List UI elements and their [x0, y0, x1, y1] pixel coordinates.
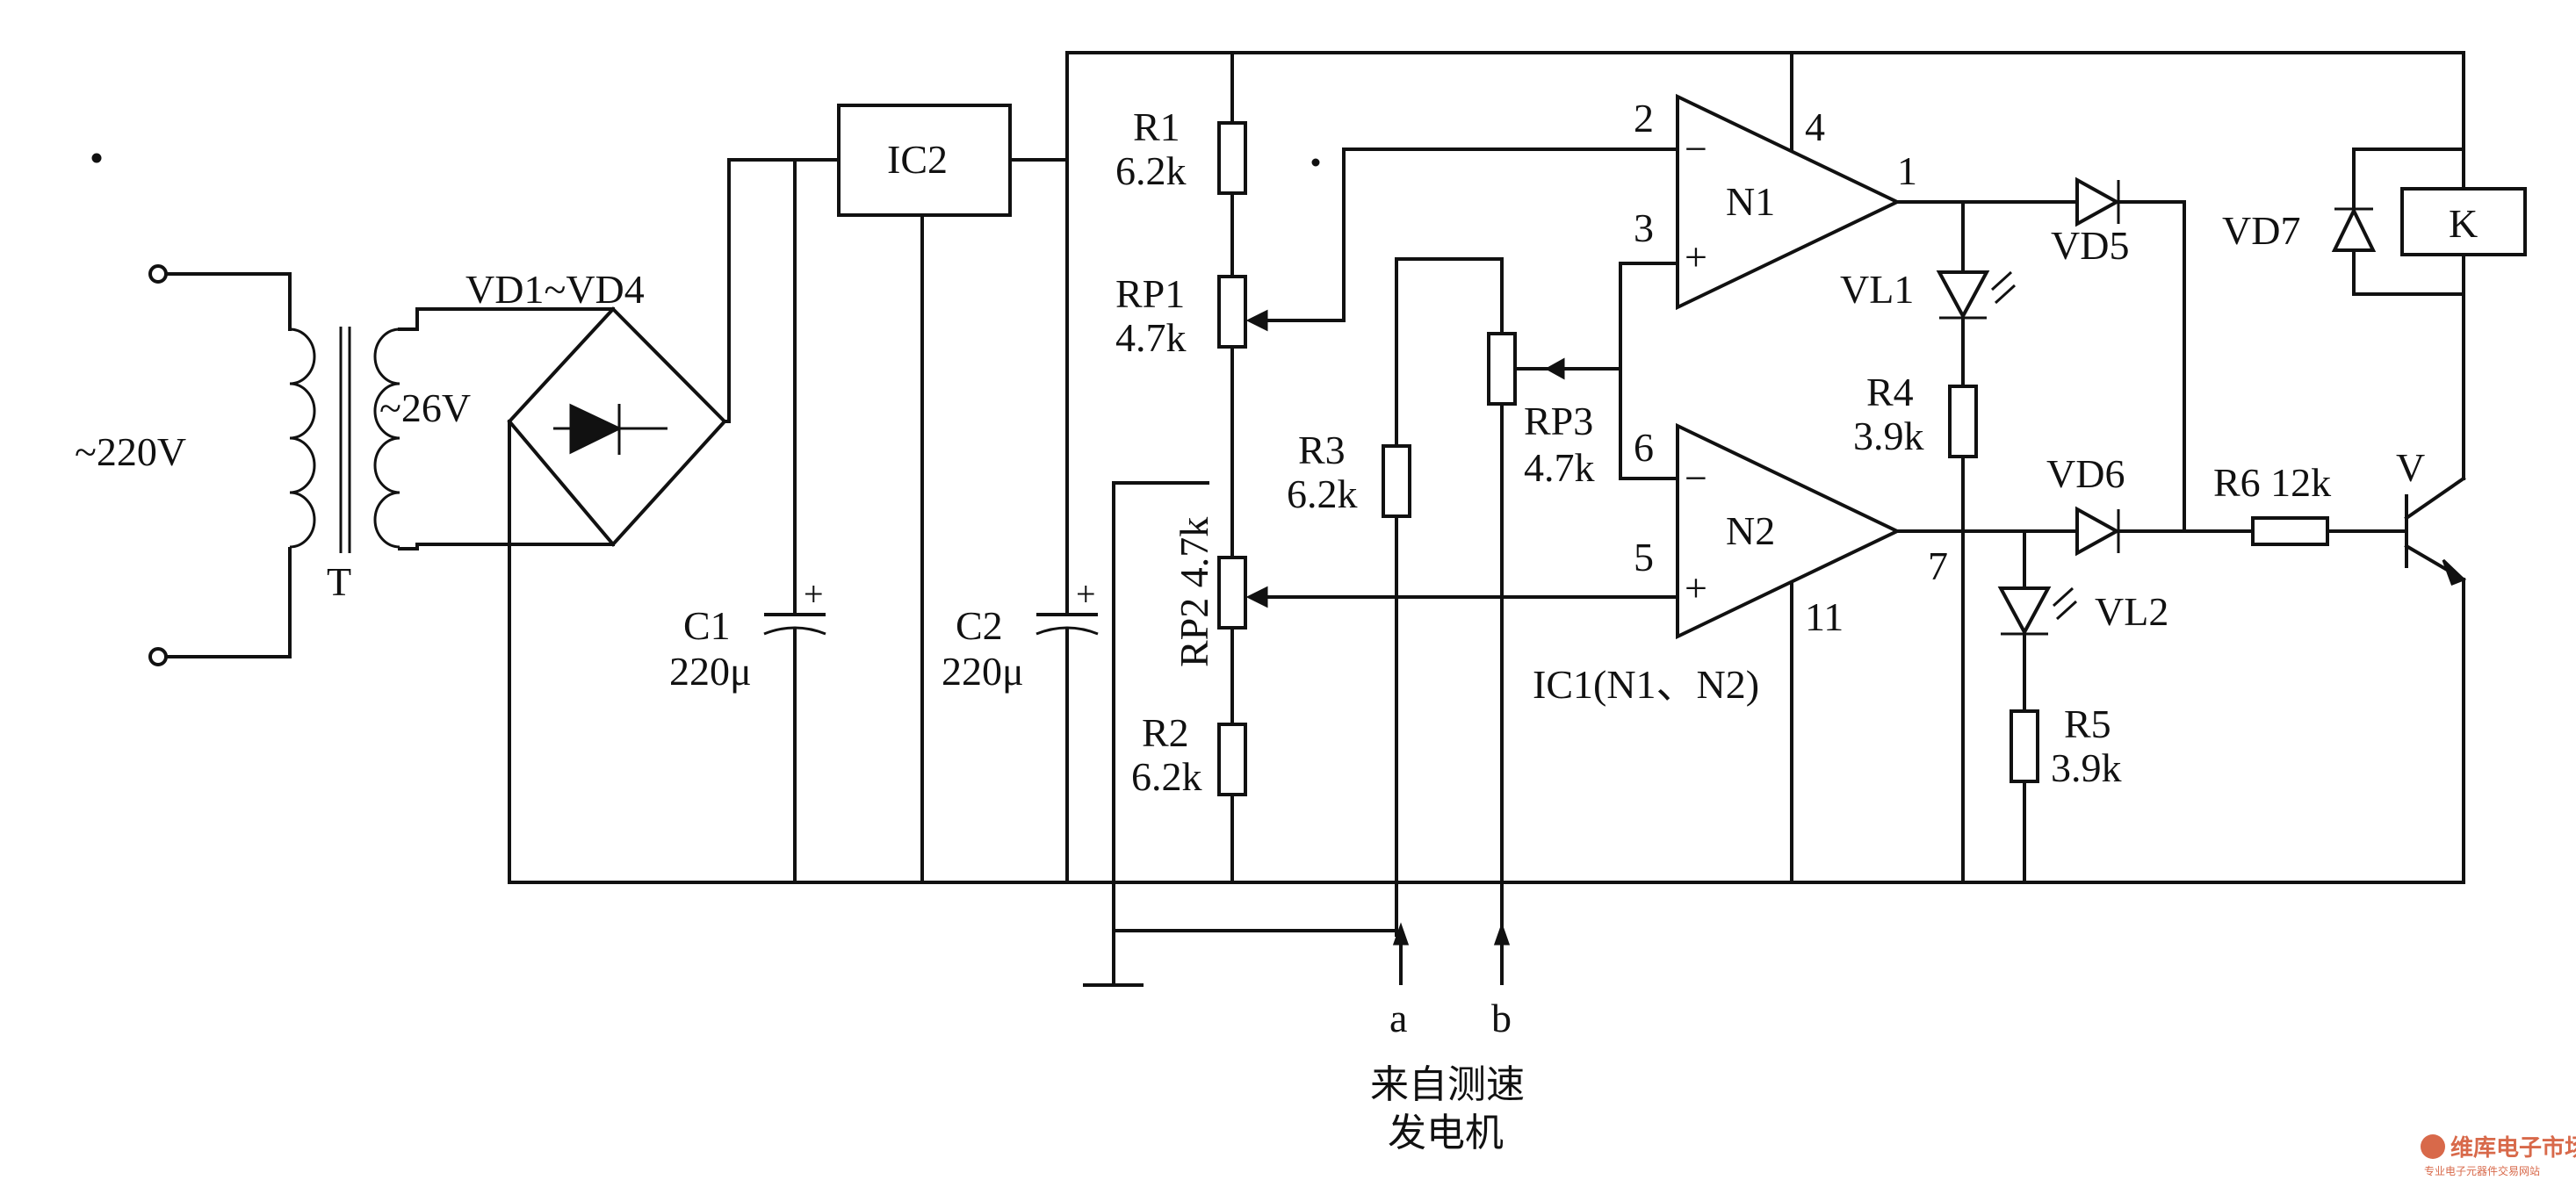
bridge-rectifier: VD1~VD4 — [398, 267, 727, 550]
source-label-line2: 发电机 — [1388, 1111, 1504, 1155]
c1-name: C1 — [683, 603, 731, 648]
svg-text:+: + — [1685, 234, 1707, 279]
svg-text:7: 7 — [1928, 543, 1948, 588]
capacitor-c1: + C1 220μ — [669, 158, 826, 884]
svg-text:−: − — [1685, 456, 1707, 500]
r2-value: 6.2k — [1131, 754, 1202, 799]
r1-value: 6.2k — [1115, 148, 1187, 193]
watermark-sub: 专业电子元器件交易网站 — [2424, 1164, 2540, 1177]
r1-name: R1 — [1133, 104, 1180, 149]
transformer-label: T — [327, 559, 351, 604]
r5-value: 3.9k — [2051, 745, 2122, 790]
resistor-r5: R5 3.9k — [2010, 702, 2122, 790]
rp1-name: RP1 — [1115, 271, 1185, 316]
resistor-r3: R3 6.2k — [1287, 428, 1411, 518]
rp2-label: RP2 4.7k — [1172, 517, 1216, 667]
r3-name: R3 — [1298, 428, 1346, 472]
vl1-label: VL1 — [1840, 267, 1914, 312]
resistor-r2: R2 6.2k — [1131, 710, 1247, 799]
svg-text:3: 3 — [1634, 205, 1654, 250]
r4-name: R4 — [1866, 370, 1914, 414]
ic2-regulator: IC2 — [837, 104, 1069, 884]
r3-value: 6.2k — [1287, 471, 1358, 516]
watermark: 维库电子市场网 专业电子元器件交易网站 — [2421, 1134, 2576, 1177]
terminal-b-label: b — [1491, 996, 1512, 1040]
svg-text:−: − — [1685, 126, 1707, 171]
c2-name: C2 — [956, 603, 1003, 648]
n2-label: N2 — [1726, 508, 1775, 553]
terminal-b: b — [1491, 922, 1512, 1040]
opamp-n1: − + N1 2 3 4 1 — [1634, 51, 1917, 311]
transformer: T ~26V — [289, 327, 471, 604]
resistor-r1: R1 6.2k — [1115, 104, 1247, 195]
rp3-name: RP3 — [1524, 399, 1593, 443]
c1-value: 220μ — [669, 649, 752, 694]
led-vl2: VL2 — [1997, 586, 2168, 637]
svg-text:4: 4 — [1805, 104, 1825, 149]
r5-name: R5 — [2064, 702, 2111, 746]
diode-vd5: VD5 — [2051, 176, 2129, 268]
vd5-label: VD5 — [2051, 223, 2129, 268]
c2-value: 220μ — [942, 649, 1024, 694]
ac-input-label: ~220V — [75, 429, 186, 474]
diode-vd6: VD6 — [2046, 451, 2125, 557]
watermark-main: 维库电子市场网 — [2450, 1134, 2576, 1162]
rp3-value: 4.7k — [1524, 445, 1595, 490]
svg-text:5: 5 — [1634, 535, 1654, 579]
potentiometer-rp3: RP3 4.7k — [1487, 332, 1622, 490]
transistor-v: V — [2396, 445, 2466, 586]
resistor-r6: R6 12k — [2213, 460, 2331, 546]
vd6-label: VD6 — [2046, 451, 2125, 496]
r4-value: 3.9k — [1853, 414, 1924, 458]
svg-text:+: + — [804, 574, 824, 614]
vd7-label: VD7 — [2222, 208, 2300, 253]
diode-vd7: VD7 — [2222, 148, 2465, 296]
ic1-label: IC1(N1、N2) — [1533, 662, 1759, 707]
capacitor-c2: + C2 220μ — [942, 158, 1099, 884]
r6-label: R6 12k — [2213, 460, 2331, 505]
relay-k: K — [2400, 148, 2527, 296]
svg-text:+: + — [1076, 574, 1096, 614]
ic2-label: IC2 — [887, 137, 948, 182]
svg-text:2: 2 — [1634, 96, 1654, 140]
led-vl1: VL1 — [1840, 267, 2017, 320]
rp1-value: 4.7k — [1115, 315, 1187, 360]
r2-name: R2 — [1142, 710, 1189, 755]
svg-text:6: 6 — [1634, 425, 1654, 470]
opamp-n2: − + N2 6 5 11 7 — [1634, 422, 1948, 884]
terminal-a: a — [1389, 922, 1410, 1040]
ac-input: ~220V — [75, 264, 292, 666]
source-label-line1: 来自测速 — [1370, 1062, 1525, 1107]
svg-text:+: + — [1685, 565, 1707, 610]
svg-text:11: 11 — [1805, 594, 1844, 639]
n1-label: N1 — [1726, 179, 1775, 224]
terminal-a-label: a — [1389, 996, 1407, 1040]
potentiometer-rp1: RP1 4.7k — [1115, 271, 1268, 360]
vl2-label: VL2 — [2095, 589, 2168, 634]
secondary-voltage-label: ~26V — [379, 385, 471, 430]
transistor-label: V — [2396, 445, 2425, 490]
bridge-label: VD1~VD4 — [465, 267, 645, 312]
resistor-r4: R4 3.9k — [1853, 370, 1978, 458]
potentiometer-rp2: RP2 4.7k — [1172, 517, 1268, 667]
relay-label: K — [2449, 201, 2478, 246]
svg-text:1: 1 — [1897, 148, 1917, 193]
